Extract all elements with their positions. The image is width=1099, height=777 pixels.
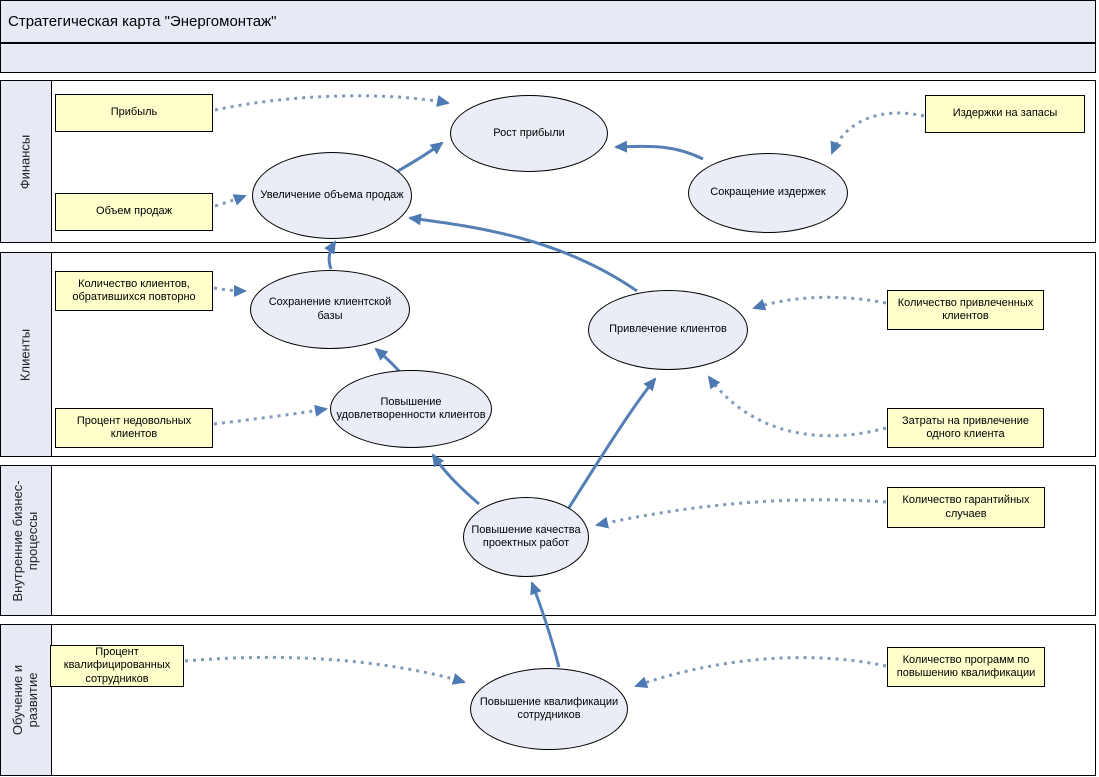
objective-client-attraction[interactable]: Привлечение клиентов [588,290,748,370]
kpi-warranty-cases-label: Количество гарантийных случаев [902,494,1030,520]
band-label-cell-finance: Финансы [1,81,52,242]
kpi-attraction-cost-label: Затраты на привлечение одного клиента [902,414,1029,440]
band-label-clients: Клиенты [17,328,33,381]
band-label-finance: Финансы [17,134,33,189]
header-strip [0,43,1096,73]
objective-client-attraction-label: Привлечение клиентов [609,323,727,336]
kpi-inventory-costs-label: Издержки на запасы [952,107,1058,120]
kpi-repeat-clients[interactable]: Количество клиентов, обратившихся повтор… [55,271,213,311]
objective-cost-reduction[interactable]: Сокращение издержек [688,153,848,233]
kpi-warranty-cases[interactable]: Количество гарантийных случаев [887,487,1045,528]
kpi-sales-volume[interactable]: Объем продаж [55,193,213,231]
kpi-qualified-percent[interactable]: Процент квалифицированных сотрудников [50,645,184,687]
objective-client-retention-label: Сохранение клиентской базы [268,296,392,322]
diagram-title-bar: Стратегическая карта "Энергомонтаж" [0,0,1096,43]
objective-profit-growth-label: Рост прибыли [493,126,565,139]
kpi-inventory-costs[interactable]: Издержки на запасы [925,95,1085,133]
objective-qualification-label: Повышение квалификации сотрудников [479,695,619,721]
objective-satisfaction[interactable]: Повышение удовлетворенности клиентов [330,370,492,448]
objective-cost-reduction-label: Сокращение издержек [710,186,826,199]
kpi-unsatisfied-percent[interactable]: Процент недовольных клиентов [55,408,213,448]
objective-qualification[interactable]: Повышение квалификации сотрудников [470,668,628,750]
band-label-cell-learning: Обучение и развитие [1,625,52,775]
band-label-cell-processes: Внутренние бизнес-процессы [1,466,52,615]
objective-sales-increase-label: Увеличение объема продаж [260,188,404,201]
objective-profit-growth[interactable]: Рост прибыли [450,95,608,172]
kpi-repeat-clients-label: Количество клиентов, обратившихся повтор… [72,277,196,303]
band-label-learning: Обучение и развитие [10,664,40,736]
page-title: Стратегическая карта "Энергомонтаж" [8,13,277,30]
kpi-profit-label: Прибыль [110,106,158,119]
kpi-qualified-percent-label: Процент квалифицированных сотрудников [63,646,171,685]
objective-sales-increase[interactable]: Увеличение объема продаж [252,152,412,239]
objective-client-retention[interactable]: Сохранение клиентской базы [250,270,410,349]
kpi-attraction-cost[interactable]: Затраты на привлечение одного клиента [887,408,1044,448]
band-label-processes: Внутренние бизнес-процессы [10,479,40,602]
kpi-attracted-clients[interactable]: Количество привлеченных клиентов [887,290,1044,330]
band-label-cell-clients: Клиенты [1,253,52,456]
kpi-training-programs-label: Количество программ по повышению квалифи… [896,653,1036,679]
kpi-training-programs[interactable]: Количество программ по повышению квалифи… [887,647,1045,687]
objective-quality-label: Повышение качества проектных работ [471,523,581,549]
kpi-unsatisfied-percent-label: Процент недовольных клиентов [76,414,192,440]
kpi-attracted-clients-label: Количество привлеченных клиентов [897,296,1034,322]
objective-satisfaction-label: Повышение удовлетворенности клиентов [336,395,486,421]
kpi-sales-volume-label: Объем продаж [96,205,172,218]
objective-quality[interactable]: Повышение качества проектных работ [463,497,589,577]
kpi-profit[interactable]: Прибыль [55,94,213,132]
